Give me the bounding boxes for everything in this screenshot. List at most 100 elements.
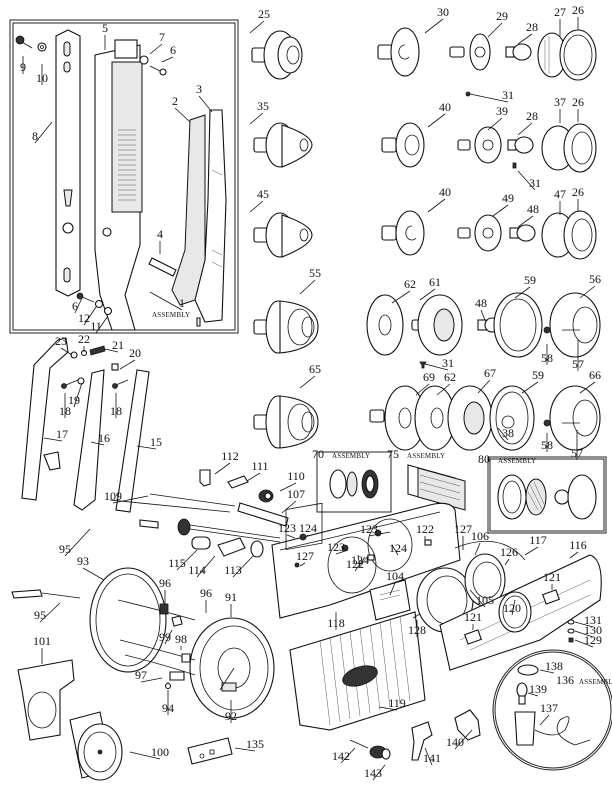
part-number-label: 96 [159, 576, 171, 590]
part-number-label: 59 [524, 273, 536, 287]
part-number-label: 31 [529, 176, 541, 190]
leader-line [340, 747, 356, 764]
callout-c58a: 58 [541, 344, 553, 365]
leader-line [569, 551, 579, 559]
part-number-label: 26 [572, 185, 584, 199]
lamp-body-40a [381, 122, 425, 168]
part-number-label: 37 [554, 95, 566, 109]
part-number-label: 55 [309, 266, 321, 280]
cable-109 [109, 493, 236, 513]
connector-140 [454, 709, 481, 741]
leader-line [427, 113, 446, 128]
leader-line [415, 383, 430, 396]
callout-c22: 22 [78, 332, 90, 352]
clip-135 [187, 737, 233, 765]
callout-c49: 49 [492, 191, 514, 217]
callout-c21: 21 [104, 338, 124, 353]
leader-line [299, 562, 306, 567]
rim-26c [563, 210, 597, 260]
gasket-62a [366, 294, 404, 356]
part-number-label: 123 [360, 522, 378, 536]
bracket-114 [217, 537, 246, 557]
leader-line [480, 309, 486, 321]
strap-16 [73, 369, 105, 511]
callout-c4: 4 [157, 227, 163, 254]
part-number-label: 22 [78, 332, 90, 346]
callout-c2: 2 [172, 94, 191, 123]
callout-c18a: 18 [59, 393, 71, 418]
part-number-label: 128 [408, 623, 426, 637]
leader-line [64, 528, 91, 557]
part-number-label: 31 [502, 88, 514, 102]
part-number-label: 91 [225, 590, 237, 604]
part-number-label: 25 [258, 7, 270, 21]
speedometer-91 [189, 617, 275, 719]
callout-c120: 120 [503, 599, 521, 616]
callout-c61: 61 [419, 275, 441, 301]
leader-line [214, 462, 231, 475]
part-number-label: 26 [572, 3, 584, 17]
callout-c8: 8 [32, 121, 53, 144]
bulb-holder-49 [457, 214, 502, 252]
grille-119 [289, 611, 426, 731]
leader-line [198, 95, 213, 113]
part-number-label: 116 [569, 538, 587, 552]
leader-line [136, 445, 157, 450]
leader-line [149, 291, 183, 311]
leader-line [129, 751, 161, 760]
part-number-label: 97 [135, 668, 147, 682]
lamp-25 [251, 30, 303, 80]
callout-c31a: 31 [469, 88, 514, 103]
callout-c114: 114 [188, 555, 216, 578]
grommet-113 [250, 540, 264, 558]
part-number-label: 69 [423, 370, 435, 384]
callout-c18b: 18 [110, 393, 122, 418]
callout-c104: 104 [386, 569, 404, 596]
callout-c38: 38 [497, 426, 514, 441]
assembly-word: ASSEMBLY [498, 457, 536, 465]
part-number-label: 117 [529, 533, 547, 547]
leader-line [574, 630, 594, 638]
part-number-label: 62 [444, 370, 456, 384]
leader-line [164, 629, 173, 645]
leader-line [454, 729, 473, 750]
leader-line [368, 531, 391, 537]
leader-line [504, 558, 510, 566]
leader-line [517, 33, 533, 45]
bulb-28b [507, 136, 534, 154]
callout-c122a: 122 [416, 522, 434, 540]
control-box-104 [369, 579, 411, 621]
callout-c137: 137 [539, 701, 558, 726]
part-number-label: 15 [150, 435, 162, 449]
pin-128 [412, 613, 421, 619]
part-number-label: 49 [502, 191, 514, 205]
part-number-label: 65 [309, 362, 321, 376]
leader-line [391, 544, 399, 556]
part-number-label: 107 [287, 487, 305, 501]
callout-c20: 20 [119, 346, 141, 370]
leader-line [73, 382, 83, 408]
assembly-word: ASSEMBLY [407, 452, 445, 460]
leader-line [469, 93, 509, 103]
leader-line [299, 279, 316, 295]
part-number-label: 57 [572, 357, 584, 371]
leader-line [424, 747, 433, 766]
callout-c123a: 123 [278, 521, 296, 539]
callout-c12: 12 [78, 306, 97, 326]
callout-c119: 119 [378, 696, 406, 711]
callout-c25: 25 [249, 7, 270, 34]
part-number-label: 143 [364, 766, 382, 780]
callout-c118: 118 [327, 612, 345, 630]
leader-line [524, 546, 539, 556]
part-number-label: 112 [221, 449, 239, 463]
callout-c5: 5 [102, 21, 108, 50]
leader-line [469, 589, 486, 608]
part-number-label: 58 [541, 438, 553, 452]
grommet-110 [258, 489, 274, 503]
part-number-label: 113 [224, 563, 242, 577]
callout-c109: 109 [104, 489, 149, 504]
part-number-label: 27 [554, 5, 566, 19]
part-number-label: 28 [526, 20, 538, 34]
callout-c143: 143 [364, 764, 386, 781]
